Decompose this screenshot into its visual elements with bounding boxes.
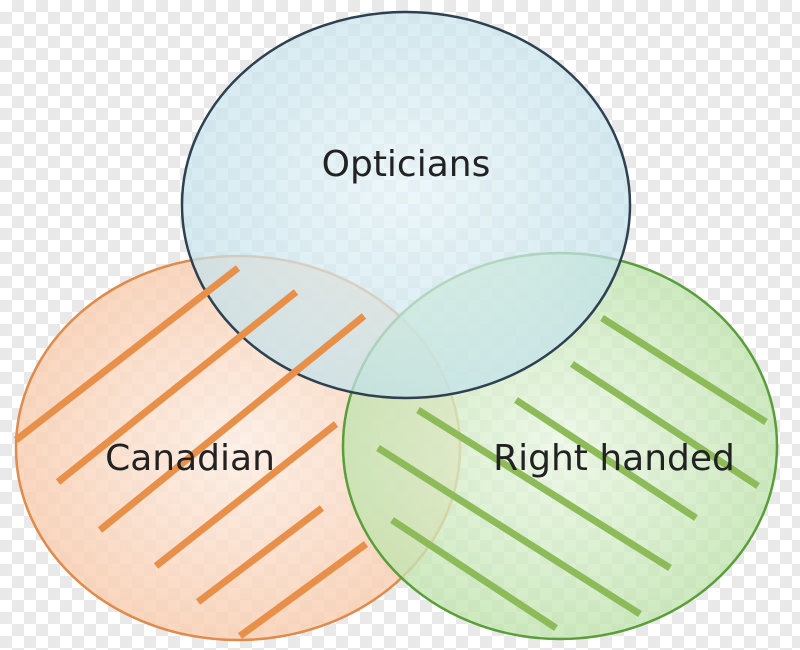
hatch-line (237, 541, 369, 639)
hatch-line (97, 313, 367, 533)
set-circle-opticians (180, 10, 632, 400)
hatch-line (55, 289, 299, 485)
hatch-line (416, 407, 672, 571)
hatch-line (13, 265, 241, 443)
set-label-canadian: Canadian (105, 438, 275, 479)
canadian-hatch (13, 265, 369, 639)
hatch-line (570, 361, 760, 489)
hatch-line (390, 517, 558, 631)
hatch-line (514, 397, 698, 521)
hatch-line (376, 445, 642, 617)
hatch-line (153, 421, 339, 569)
set-label-right-handed: Right handed (493, 438, 735, 479)
set-label-opticians: Opticians (322, 144, 491, 185)
right-handed-hatch (376, 315, 768, 631)
hatch-line (195, 505, 325, 605)
hatch-line (600, 315, 768, 425)
